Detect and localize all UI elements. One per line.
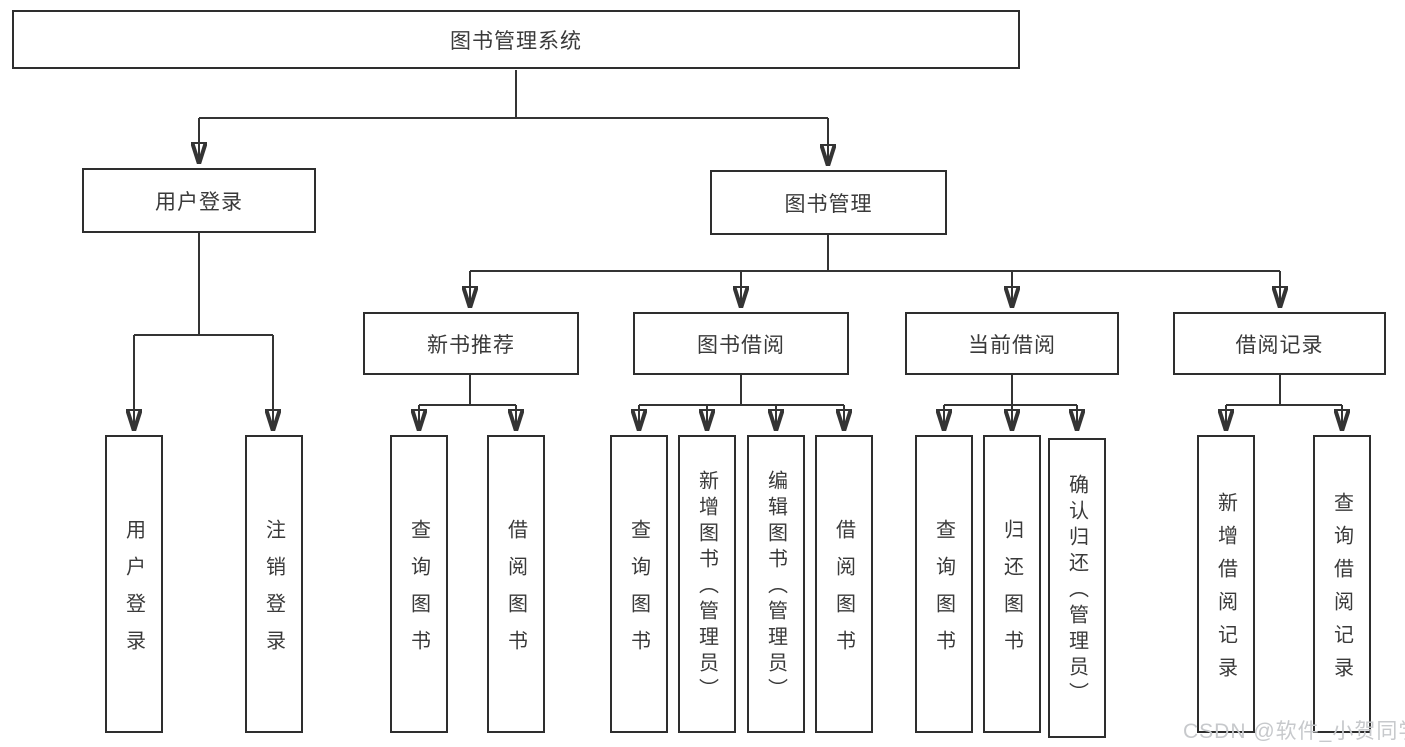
connector	[419, 375, 516, 406]
leaf-user-login: 用户登录	[105, 435, 163, 733]
leaf-query-books-2: 查询图书	[610, 435, 668, 733]
leaf-edit-books-admin: 编辑图书（管理员）	[747, 435, 805, 733]
node-user-login: 用户登录	[82, 168, 316, 233]
connector	[134, 233, 273, 336]
node-book-borrowing: 图书借阅	[633, 312, 849, 375]
csdn-watermark: CSDN @软件_小贺同学	[1183, 720, 1405, 743]
node-new-book-recommend: 新书推荐	[363, 312, 579, 375]
leaf-confirm-return-admin: 确认归还（管理员）	[1048, 438, 1106, 738]
node-borrowing-records: 借阅记录	[1173, 312, 1386, 375]
connector	[639, 375, 844, 406]
connector	[1226, 375, 1342, 406]
connector	[470, 235, 1280, 272]
leaf-query-books-3: 查询图书	[915, 435, 973, 733]
connector	[199, 70, 828, 119]
leaf-query-borrow-record: 查询借阅记录	[1313, 435, 1371, 733]
leaf-add-books-admin: 新增图书（管理员）	[678, 435, 736, 733]
leaf-logout: 注销登录	[245, 435, 303, 733]
leaf-add-borrow-record: 新增借阅记录	[1197, 435, 1255, 733]
node-current-borrowing: 当前借阅	[905, 312, 1119, 375]
leaf-borrow-books-1: 借阅图书	[487, 435, 545, 733]
leaf-query-books-1: 查询图书	[390, 435, 448, 733]
node-root-system: 图书管理系统	[12, 10, 1020, 69]
node-book-management: 图书管理	[710, 170, 947, 235]
leaf-borrow-books-2: 借阅图书	[815, 435, 873, 733]
leaf-return-books: 归还图书	[983, 435, 1041, 733]
connector	[944, 375, 1077, 406]
